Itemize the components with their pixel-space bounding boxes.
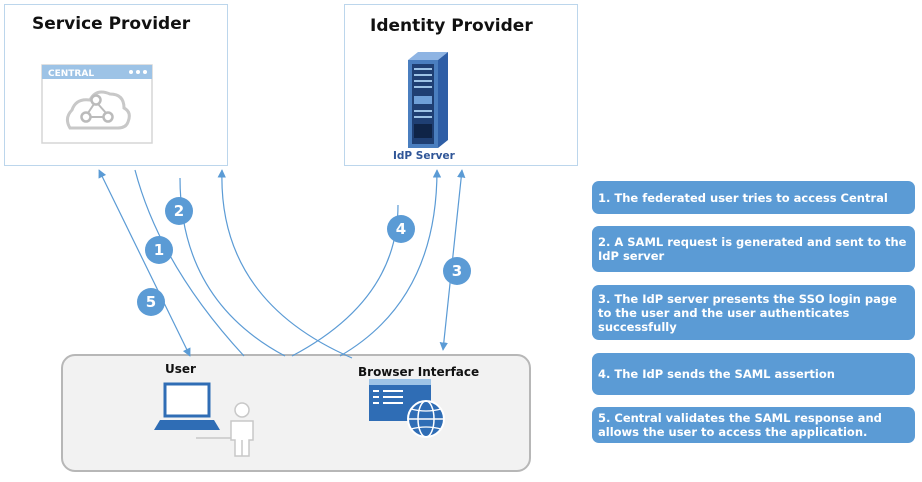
svg-text:4: 4 (396, 220, 406, 238)
svg-text:3: 3 (452, 262, 462, 280)
browser-interface-label: Browser Interface (358, 365, 480, 379)
step-marker-2: 2 (165, 197, 193, 225)
central-tab-label: CENTRAL (48, 69, 94, 79)
step-marker-1: 1 (145, 236, 173, 264)
step-description-1: 1. The federated user tries to access Ce… (592, 181, 915, 214)
laptop-icon (154, 382, 220, 430)
step-marker-4: 4 (387, 215, 415, 243)
flow-line-assertion (339, 169, 442, 357)
central-app-icon: CENTRAL (41, 64, 153, 144)
step-description-5: 5. Central validates the SAML response a… (592, 407, 915, 443)
identity-provider-title: Identity Provider (370, 16, 533, 36)
browser-globe-icon (369, 379, 445, 438)
svg-text:2: 2 (174, 202, 184, 220)
step-marker-5: 5 (137, 288, 165, 316)
flow-line-request (179, 177, 286, 357)
flow-line-saml-request (291, 204, 399, 357)
flow-line-user-sp-2 (134, 169, 245, 357)
flow-line-validate (217, 169, 353, 359)
person-icon (196, 402, 254, 457)
idp-server-label: IdP Server (393, 150, 455, 162)
svg-text:5: 5 (146, 293, 156, 311)
identity-provider-box (344, 4, 578, 166)
flow-line-user-sp (98, 169, 191, 357)
step-description-4: 4. The IdP sends the SAML assertion (592, 353, 915, 395)
svg-text:1: 1 (154, 241, 164, 259)
user-label: User (165, 362, 196, 376)
server-icon (408, 52, 448, 148)
client-box (61, 354, 531, 472)
step-description-3: 3. The IdP server presents the SSO login… (592, 285, 915, 340)
step-description-2: 2. A SAML request is generated and sent … (592, 226, 915, 272)
service-provider-title: Service Provider (32, 14, 191, 34)
step-marker-3: 3 (443, 257, 471, 285)
